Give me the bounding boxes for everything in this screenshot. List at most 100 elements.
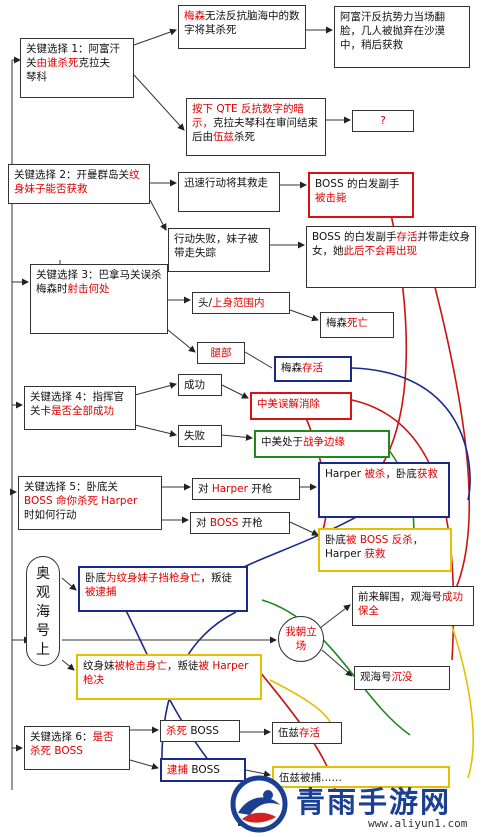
our-stance-text: 我朝立场 bbox=[285, 626, 317, 652]
choice-4-result-b: 中美处于战争边缘 bbox=[254, 430, 390, 458]
choice-6-box: 关键选择 6：是否杀死 BOSS bbox=[24, 726, 130, 770]
choice-2-result-b: BOSS 的白发副手存活并带走纹身女，她此后不会再出现 bbox=[306, 226, 476, 288]
choice-3-question: 射击何处 bbox=[67, 283, 110, 295]
choice-5-result-b-text: 卧底 bbox=[325, 534, 346, 546]
choice-3-result-b-red: 存活 bbox=[302, 362, 323, 374]
choice-4-outcome-b: 失败 bbox=[178, 425, 222, 447]
choice-3-box: 关键选择 3：巴拿马关误杀梅森时射击何处 bbox=[30, 264, 168, 334]
choice-2-result-a-text: BOSS 的白发副手 bbox=[315, 178, 400, 190]
choice-1-result-a-text: 阿富汗反抗势力当场翻脸，几人被抛弃在沙漠中，稍后获救 bbox=[340, 11, 445, 51]
choice-3-result-b-text: 梅森 bbox=[281, 362, 302, 374]
choice-4-title: 关键选择 4：指挥官关卡 bbox=[30, 391, 125, 417]
choice-6-outcome-b-text: BOSS bbox=[188, 764, 220, 776]
choice-1-text-d: 琴科 bbox=[26, 71, 47, 83]
choice-4-question: 是否全部成功 bbox=[51, 405, 114, 417]
choice-4-box: 关键选择 4：指挥官关卡是否全部成功 bbox=[24, 386, 136, 430]
choice-4-result-a-text: 中美误解消除 bbox=[257, 398, 320, 410]
watermark-url: www.aliyun1.com bbox=[368, 817, 468, 830]
choice-5-result-a-text: Harper bbox=[325, 468, 365, 480]
choice-2-outcome-a-text: 迅速行动将其救走 bbox=[184, 177, 268, 189]
choice-5-result-b-red-a: 被 BOSS 反杀 bbox=[346, 534, 413, 546]
choice-5-outcome-b-text: 对 bbox=[196, 517, 210, 529]
choice-1-text-b: 由谁杀死 bbox=[36, 57, 79, 69]
choice-5-result-a: Harper 被杀，卧底获救 bbox=[318, 462, 450, 518]
watermark-brand: 青雨手游网 bbox=[296, 785, 452, 819]
choice-6-outcome-a-red: 杀死 bbox=[166, 725, 187, 737]
choice-6-result-a-red: 存活 bbox=[299, 727, 320, 739]
choice-5-box: 关键选择 5：卧底关 BOSS 命你杀死 Harper 时如何行动 bbox=[18, 476, 162, 530]
choice-2-title: 关键选择 2：开曼群岛关 bbox=[14, 169, 130, 181]
our-stance-node: 我朝立场 bbox=[278, 616, 324, 662]
stance-outcome-b-red: 沉没 bbox=[391, 671, 413, 683]
choice-2-result-b-red-b: 此后不会再出现 bbox=[343, 245, 418, 257]
choice-1-result-a: 阿富汗反抗势力当场翻脸，几人被抛弃在沙漠中，稍后获救 bbox=[334, 6, 470, 68]
choice-2-result-b-red-a: 存活 bbox=[396, 231, 418, 243]
choice-5-outcome-a: 对 Harper 开枪 bbox=[192, 478, 300, 500]
choice-2-box: 关键选择 2：开曼群岛关纹身妹子能否获救 bbox=[8, 164, 150, 204]
choice-5-outcome-b-end: 开枪 bbox=[238, 517, 263, 529]
choice-2-result-a: BOSS 的白发副手被击毙 bbox=[308, 172, 414, 218]
choice-5-outcome-b-red: BOSS bbox=[209, 517, 239, 529]
choice-5-question: BOSS 命你杀死 Harper bbox=[24, 495, 138, 507]
side-outcome-a-red-b: 被逮捕 bbox=[85, 586, 117, 598]
choice-2-question: 纹身妹子能否获救 bbox=[14, 169, 140, 195]
choice-4-result-a: 中美误解消除 bbox=[250, 392, 352, 420]
choice-5-outcome-a-text: 对 bbox=[198, 483, 212, 495]
choice-6-result-b: 伍兹被捕…… bbox=[272, 766, 450, 788]
stance-outcome-a-text: 前来解围，观海号 bbox=[358, 591, 442, 603]
choice-5-question-end: 时如何行动 bbox=[24, 509, 77, 521]
choice-3-result-a: 梅森死亡 bbox=[320, 312, 394, 338]
choice-3-title: 关键选择 3：巴拿马关误杀梅森时 bbox=[36, 269, 162, 295]
choice-5-result-a-text-b: ，卧底 bbox=[385, 468, 417, 480]
choice-5-result-b: 卧底被 BOSS 反杀，Harper 获救 bbox=[318, 528, 452, 572]
choice-4-result-b-red: 战争边缘 bbox=[303, 436, 345, 448]
ship-side-box: 奥观海号上 bbox=[26, 556, 60, 666]
choice-1-outcome-b-end: 杀死 bbox=[234, 131, 255, 143]
choice-1-text-a: 关 bbox=[26, 57, 37, 69]
choice-1-box: 关键选择 1：阿富汗 关由谁杀死克拉夫 琴科 bbox=[20, 38, 134, 98]
choice-6-outcome-a-text: BOSS bbox=[187, 725, 219, 737]
side-outcome-a-red-a: 为纹身妹子挡枪身亡 bbox=[106, 572, 201, 584]
choice-5-outcome-a-red: Harper bbox=[211, 483, 248, 495]
choice-5-result-b-red-b: 获救 bbox=[364, 548, 386, 560]
choice-6-outcome-b: 逮捕 BOSS bbox=[160, 758, 246, 782]
choice-2-outcome-b-text: 行动失败，妹子被带走失踪 bbox=[174, 233, 258, 259]
side-outcome-b-red-b: 被 Harper 枪决 bbox=[83, 660, 249, 686]
choice-1-outcome-b-woods: 伍兹 bbox=[213, 131, 234, 143]
choice-2-result-b-text-b: 并带走纹身女，她 bbox=[312, 231, 470, 257]
choice-1-result-b: ? bbox=[352, 110, 414, 132]
choice-4-outcome-b-text: 失败 bbox=[184, 430, 205, 442]
site-watermark: 青雨手游网 www.aliyun1.com bbox=[228, 775, 500, 835]
choice-3-result-a-text: 梅森 bbox=[326, 317, 347, 329]
choice-2-outcome-b: 行动失败，妹子被带走失踪 bbox=[168, 228, 270, 272]
choice-5-result-a-red-b: 获救 bbox=[416, 468, 438, 480]
choice-1-outcome-a: 梅森无法反抗脑海中的数字将其杀死 bbox=[178, 5, 306, 49]
side-outcome-b-red-a: 被枪击身亡 bbox=[114, 660, 168, 672]
choice-2-result-a-red: 被击毙 bbox=[315, 192, 347, 204]
stance-outcome-a-red: 成功保全 bbox=[358, 591, 463, 617]
choice-1-outcome-a-red: 梅森 bbox=[184, 10, 205, 22]
stance-outcome-b: 观海号沉没 bbox=[354, 666, 450, 690]
side-outcome-a: 卧底为纹身妹子挡枪身亡，叛徒被逮捕 bbox=[78, 566, 248, 612]
watermark-logo-icon bbox=[230, 775, 288, 833]
choice-1-result-b-text: ? bbox=[380, 115, 386, 127]
choice-4-outcome-a-text: 成功 bbox=[184, 379, 205, 391]
choice-3-outcome-b: 腿部 bbox=[197, 342, 245, 364]
ship-side-text: 奥观海号上 bbox=[36, 566, 50, 658]
choice-1-text-c: 克拉夫 bbox=[78, 57, 111, 69]
choice-6-outcome-a: 杀死 BOSS bbox=[160, 720, 240, 742]
choice-2-outcome-a: 迅速行动将其救走 bbox=[178, 172, 280, 212]
choice-3-outcome-a-text: 头/ bbox=[198, 297, 213, 309]
choice-6-result-a: 伍兹存活 bbox=[272, 722, 342, 744]
choice-2-result-b-text-a: BOSS 的白发副手 bbox=[312, 231, 397, 243]
choice-3-result-b: 梅森存活 bbox=[274, 356, 352, 382]
side-outcome-a-text: 卧底 bbox=[85, 572, 106, 584]
choice-6-outcome-b-red: 逮捕 bbox=[167, 764, 188, 776]
side-outcome-b-text: 纹身妹 bbox=[83, 660, 115, 672]
choice-1-outcome-b-text: 克拉夫琴科在审问结束后由 bbox=[192, 117, 318, 143]
choice-5-title: 关键选择 5：卧底关 bbox=[24, 481, 119, 493]
choice-3-outcome-a: 头/上身范围内 bbox=[192, 292, 290, 314]
choice-1-title: 关键选择 1：阿富汗 bbox=[26, 43, 121, 55]
choice-5-result-a-red-a: 被杀 bbox=[364, 468, 386, 480]
choice-4-result-b-text: 中美处于 bbox=[261, 436, 303, 448]
